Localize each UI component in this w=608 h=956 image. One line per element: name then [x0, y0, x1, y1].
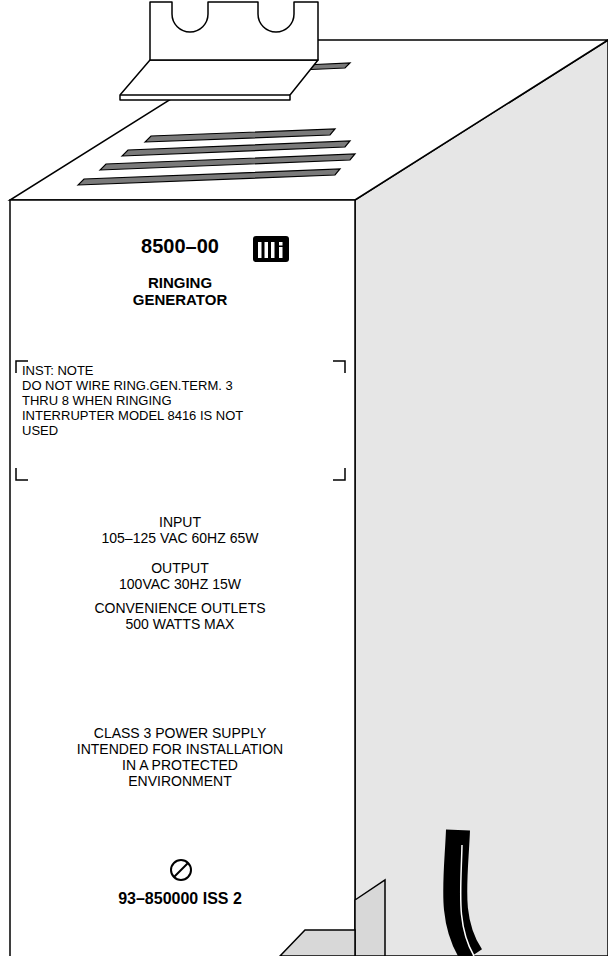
part-number: 93–850000 ISS 2	[80, 890, 280, 908]
spec-value: 500 WATTS MAX	[55, 616, 305, 632]
front-panel-text: 8500–00RINGING GENERATOR INST: NOTEDO NOT…	[10, 200, 355, 956]
mounting-bracket	[120, 2, 318, 100]
model-number: 8500–00	[110, 235, 250, 258]
note-brackets	[16, 361, 345, 480]
unit-title: RINGING GENERATOR	[120, 274, 240, 309]
install-note: DO NOT WIRE RING.GEN.TERM. 3 THRU 8 WHEN…	[22, 379, 267, 439]
front-panel	[10, 200, 355, 956]
side-face	[355, 40, 608, 956]
top-face	[10, 40, 608, 200]
power-cable	[455, 830, 474, 956]
safety-notice: CLASS 3 POWER SUPPLY INTENDED FOR INSTAL…	[75, 725, 285, 789]
spec-heading: CONVENIENCE OUTLETS	[55, 600, 305, 616]
spec-value: 100VAC 30HZ 15W	[55, 576, 305, 592]
note-heading: INST: NOTE	[22, 364, 262, 379]
maker-logo	[253, 236, 289, 262]
spec-value: 105–125 VAC 60HZ 65W	[55, 530, 305, 546]
panel-screw	[171, 860, 191, 880]
foot-bracket	[280, 880, 385, 956]
spec-heading: INPUT	[80, 514, 280, 530]
spec-heading: OUTPUT	[80, 560, 280, 576]
